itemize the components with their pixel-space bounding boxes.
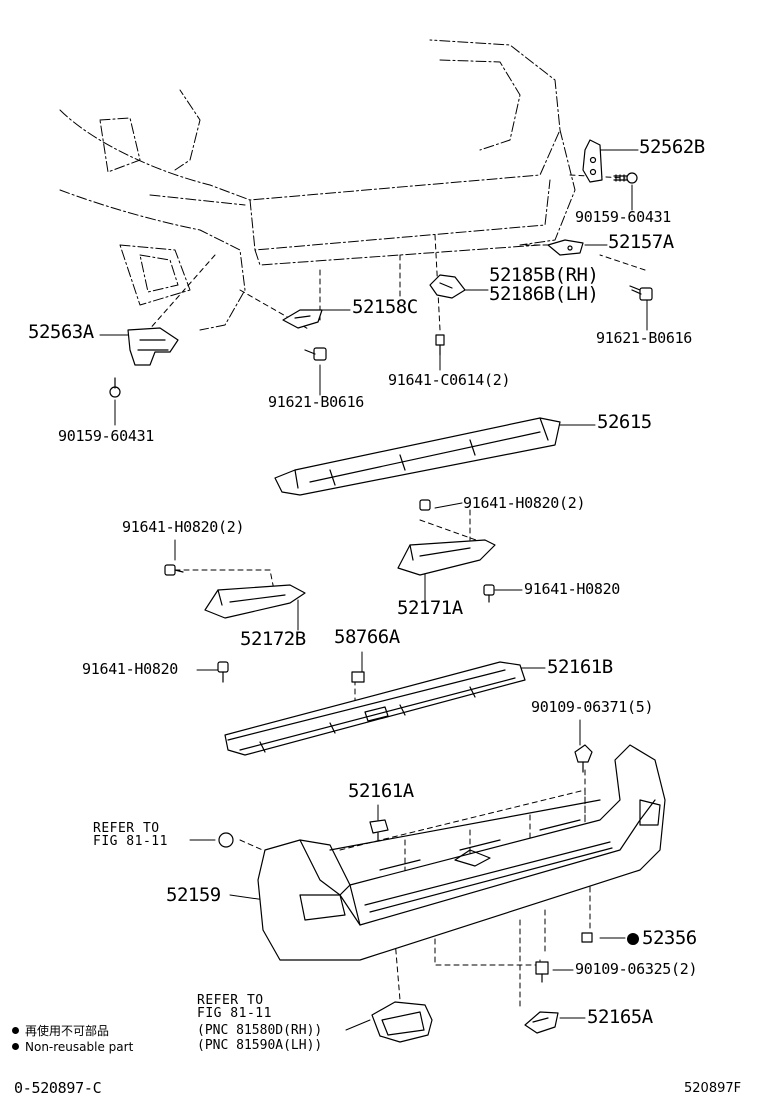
label-52562B: 52562B (639, 136, 705, 158)
legend-jp-text: 再使用不可部品 (25, 1024, 110, 1038)
label-52186B-LH: 52186B(LH) (489, 283, 599, 305)
part-52356-clip (581, 932, 593, 943)
label-52356-text: 52356 (642, 927, 697, 949)
label-52161A: 52161A (348, 780, 414, 802)
part-90109-06325-screw (535, 961, 549, 983)
label-52158C: 52158C (352, 296, 418, 318)
legend-jp: 再使用不可部品 (12, 1022, 109, 1039)
refer-note-2-line3: (PNC 81580D(RH)) (197, 1023, 323, 1038)
part-91641-H0820-bolt-c (483, 584, 495, 603)
label-91641-H0820-left: 91641-H0820 (82, 660, 179, 678)
footer-left-code: 0-520897-C (14, 1079, 102, 1097)
reflector-lamp (371, 1001, 433, 1043)
part-52185B-clip (429, 274, 466, 299)
label-52161B: 52161B (547, 656, 613, 678)
label-91641-H0820-2-left: 91641-H0820(2) (122, 518, 245, 536)
refer-note-2-line1: REFER TO (197, 993, 264, 1008)
part-91621-B0616-right-bolt (629, 285, 653, 301)
non-reusable-dot-icon (627, 933, 639, 945)
footer-right-code: 520897F (684, 1081, 742, 1096)
vehicle-body-outline (59, 39, 576, 331)
label-90109-06371: 90109-06371(5) (531, 698, 654, 716)
part-52161B-support (224, 661, 526, 756)
label-91641-H0820-right: 91641-H0820 (524, 580, 621, 598)
part-91641-H0820-bolt-b (164, 564, 184, 576)
label-52615: 52615 (597, 411, 652, 433)
part-52158C-bracket (282, 309, 323, 329)
refer-note-2-line4: (PNC 81590A(LH)) (197, 1038, 323, 1053)
part-90109-06371-clip (574, 744, 593, 773)
part-52157A-bracket (547, 239, 584, 256)
label-52165A: 52165A (587, 1006, 653, 1028)
part-52165A-grommet (524, 1011, 559, 1034)
part-52563A-bracket (127, 327, 179, 366)
refer-grommet (218, 832, 234, 848)
refer-note-1-line2: FIG 81-11 (93, 834, 168, 849)
label-leaders (99, 149, 648, 1031)
part-90159-60431-left-screw (109, 377, 121, 398)
part-90159-60431-top-screw (613, 172, 638, 184)
label-91641-H0820-2-right: 91641-H0820(2) (463, 494, 586, 512)
legend-dot-icon (12, 1043, 19, 1050)
refer-note-1-line1: REFER TO (93, 821, 160, 836)
label-52356: 52356 (627, 929, 697, 948)
label-90109-06325: 90109-06325(2) (575, 960, 698, 978)
legend-en: Non-reusable part (12, 1040, 133, 1054)
refer-note-2-line2: FIG 81-11 (197, 1006, 272, 1021)
label-52172B: 52172B (240, 628, 306, 650)
part-91641-H0820-bolt-a (419, 499, 431, 511)
label-52563A: 52563A (28, 321, 94, 343)
part-52562B-bracket (582, 139, 603, 183)
part-52615-reinforcement (274, 417, 561, 496)
part-52161A-clip (369, 819, 389, 841)
label-52185B-RH: 52185B(RH) (489, 264, 599, 286)
part-52159-bumper-cover (257, 744, 666, 961)
part-52171A-retainer (397, 539, 496, 576)
label-90159-60431-left: 90159-60431 (58, 427, 155, 445)
part-91641-C0614-screw (435, 334, 445, 356)
part-58766A-clip (351, 671, 365, 683)
label-91641-C0614: 91641-C0614(2) (388, 371, 511, 389)
label-52171A: 52171A (397, 597, 463, 619)
label-52159: 52159 (166, 884, 221, 906)
legend-en-text: Non-reusable part (25, 1040, 134, 1054)
label-91621-B0616-right: 91621-B0616 (596, 329, 693, 347)
part-91641-H0820-bolt-d (217, 661, 229, 683)
label-58766A: 58766A (334, 626, 400, 648)
label-90159-60431-top: 90159-60431 (575, 208, 672, 226)
legend-dot-icon (12, 1027, 19, 1034)
label-91621-B0616-left: 91621-B0616 (268, 393, 365, 411)
part-52172B-retainer (204, 584, 306, 619)
part-91621-B0616-left-bolt (304, 347, 327, 361)
label-52157A: 52157A (608, 231, 674, 253)
